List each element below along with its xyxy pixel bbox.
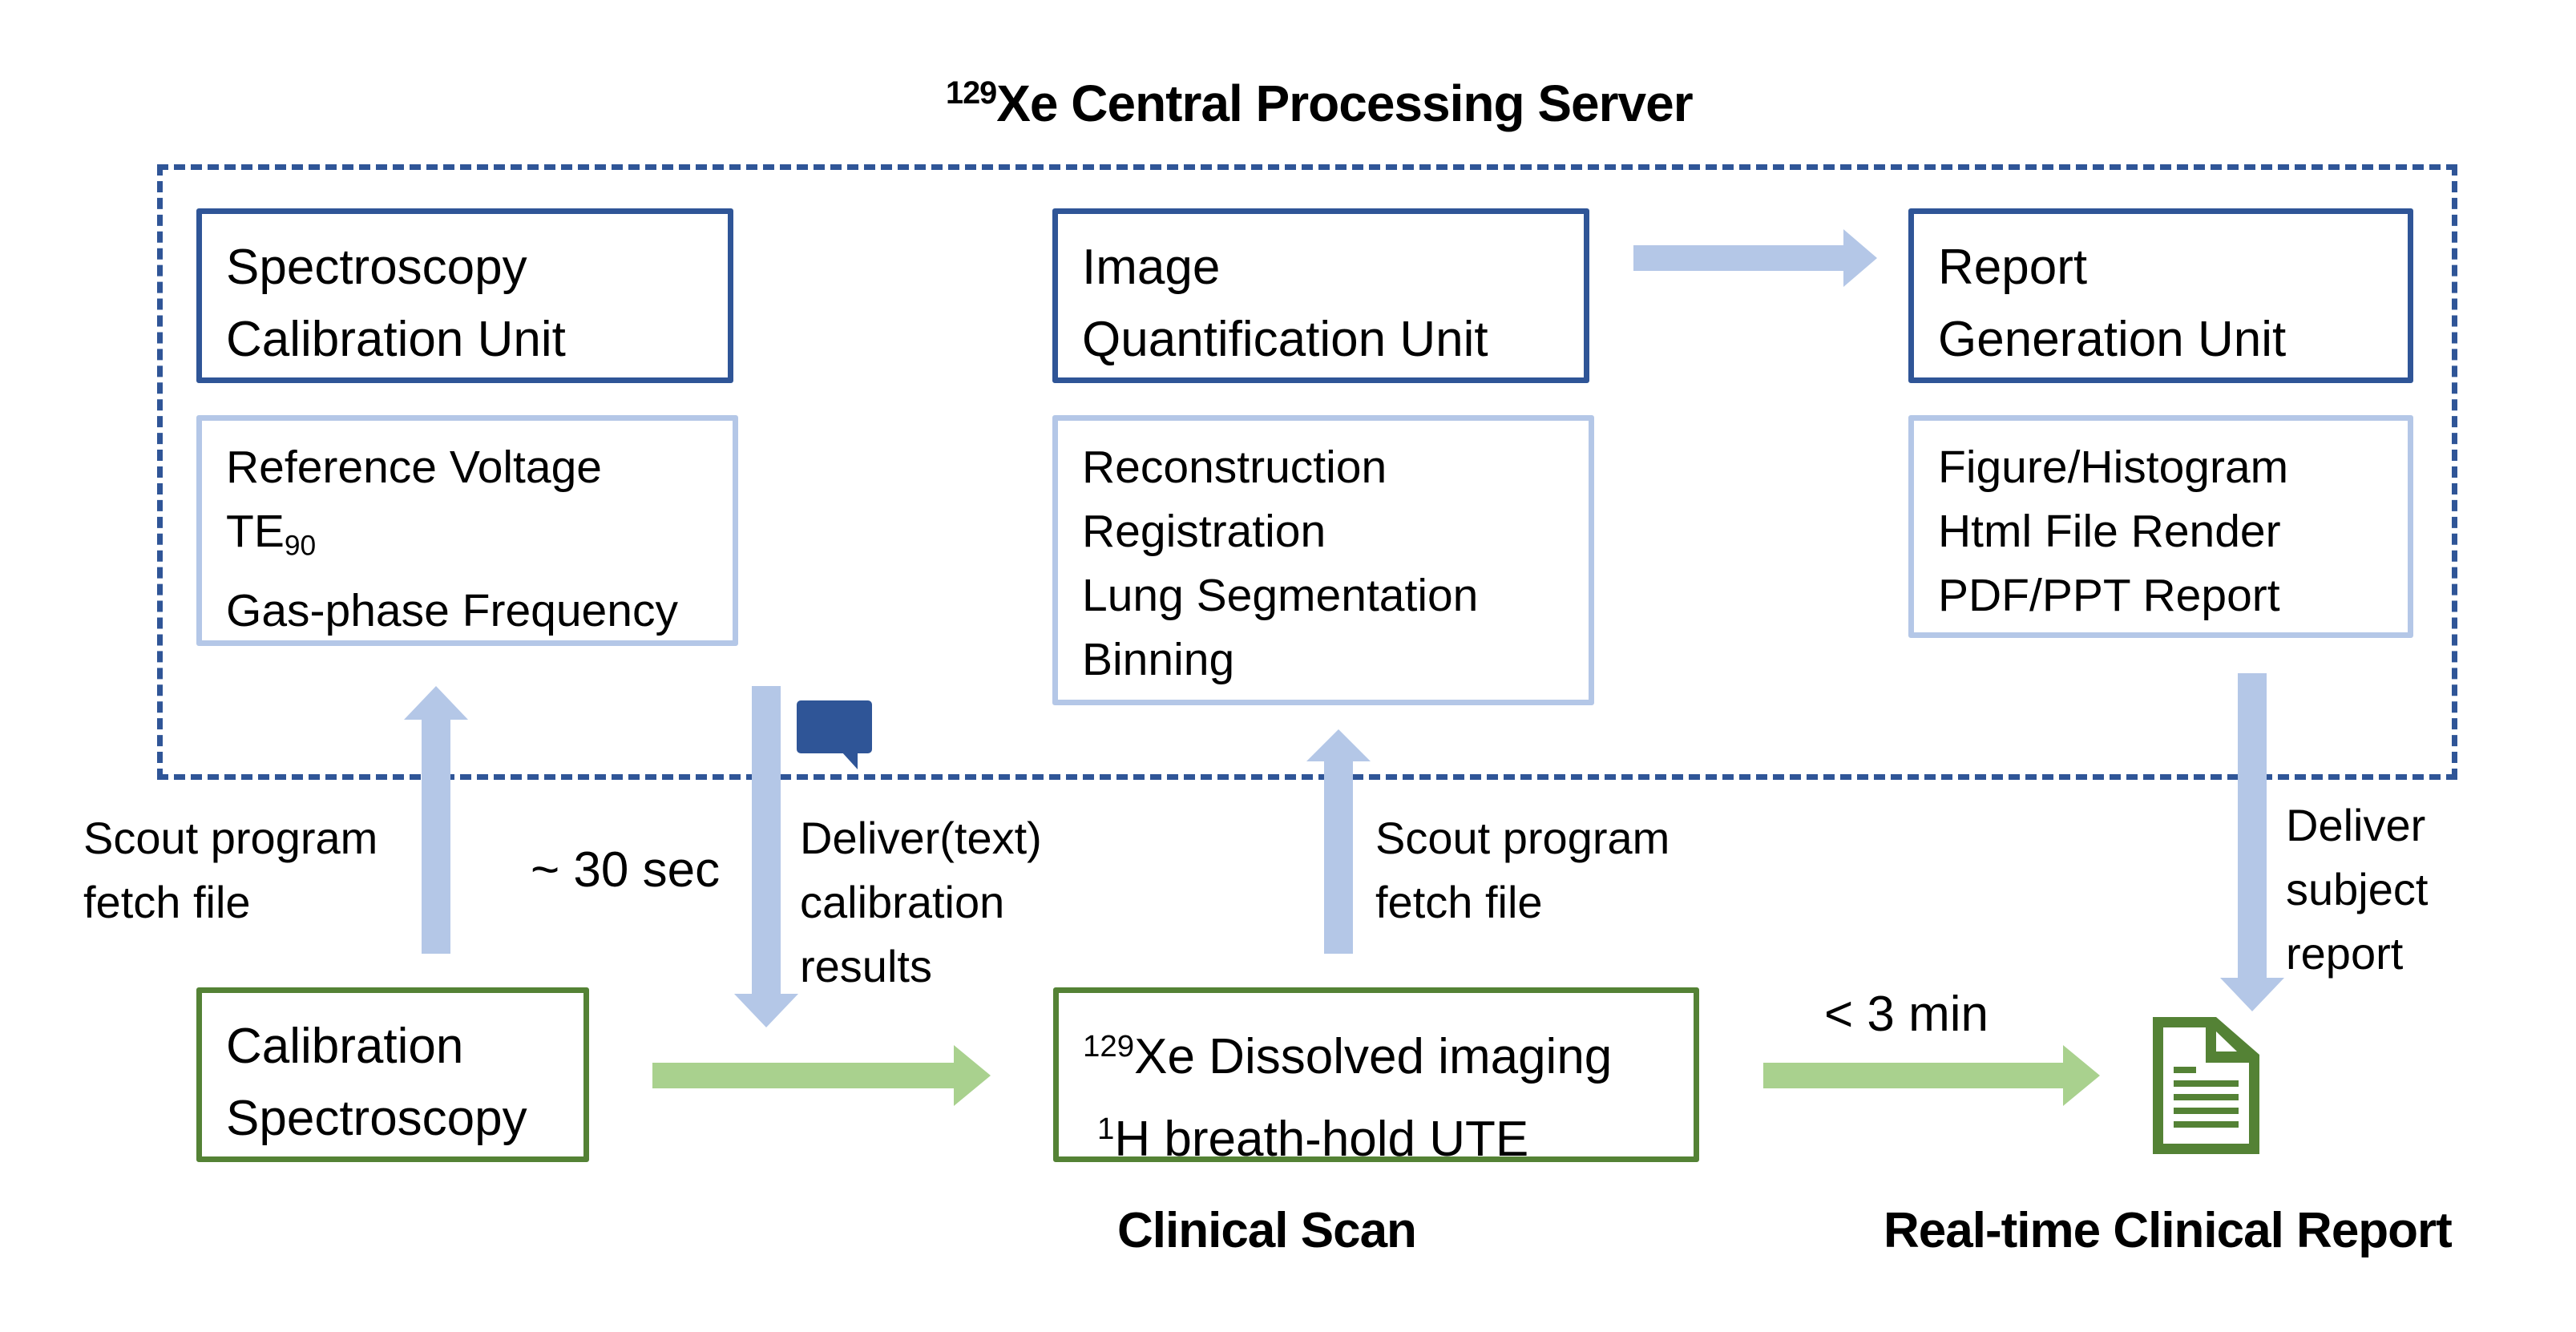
box-line: Calibration xyxy=(226,1019,464,1074)
detail-subscript: 90 xyxy=(284,530,317,562)
arrow-scout-fetch-2 xyxy=(1306,729,1371,954)
label-line: results xyxy=(800,941,932,991)
detail-item: Lung Segmentation xyxy=(1082,570,1479,621)
clinical-scan-caption: Clinical Scan xyxy=(1117,1203,1417,1258)
unit-title-line: Generation Unit xyxy=(1938,312,2287,367)
label-time-3min: < 3 min xyxy=(1824,987,1989,1042)
detail-item: Html File Render xyxy=(1938,506,2281,557)
label-line: fetch file xyxy=(1375,877,1543,927)
server-frame xyxy=(157,164,2457,780)
label-deliver-report: Deliver subject report xyxy=(2286,793,2428,986)
detail-item: PDF/PPT Report xyxy=(1938,570,2280,621)
superscript: 1 xyxy=(1097,1112,1115,1147)
document-icon xyxy=(2153,1017,2259,1154)
scan-line-text: H breath-hold UTE xyxy=(1114,1112,1529,1168)
arrow-deliver-calibration xyxy=(734,686,798,1027)
spectroscopy-details: Reference Voltage TE90 Gas-phase Frequen… xyxy=(196,415,738,646)
report-details: Figure/Histogram Html File Render PDF/PP… xyxy=(1908,415,2413,638)
unit-title-line: Calibration Unit xyxy=(226,312,566,367)
label-line: Deliver(text) xyxy=(800,813,1042,863)
image-quantification-unit: Image Quantification Unit xyxy=(1052,208,1589,383)
server-title: 129Xe Central Processing Server xyxy=(946,74,1694,133)
scan-line-h: 1H breath-hold UTE xyxy=(1083,1093,1694,1176)
unit-title-line: Report xyxy=(1938,240,2088,295)
arrow-scan-to-report xyxy=(1763,1045,2100,1106)
label-scout-fetch-2: Scout program fetch file xyxy=(1375,806,1670,934)
detail-item: Reconstruction xyxy=(1082,442,1387,493)
detail-item-text: TE xyxy=(226,506,285,557)
image-details: Reconstruction Registration Lung Segment… xyxy=(1052,415,1594,705)
label-time-30s: ~ 30 sec xyxy=(531,842,721,898)
detail-item: Reference Voltage xyxy=(226,442,602,493)
label-scout-fetch-1: Scout program fetch file xyxy=(83,806,378,934)
scan-line-text: Xe Dissolved imaging xyxy=(1134,1029,1613,1085)
label-line: subject xyxy=(2286,864,2429,914)
label-deliver-text: Deliver(text) calibration results xyxy=(800,806,1042,999)
arrow-calibration-to-scan xyxy=(652,1045,991,1106)
spectroscopy-calibration-unit: Spectroscopy Calibration Unit xyxy=(196,208,733,383)
calibration-spectroscopy-box: Calibration Spectroscopy xyxy=(196,987,589,1162)
detail-item: Binning xyxy=(1082,634,1235,685)
arrow-deliver-report xyxy=(2220,673,2284,1011)
detail-item: TE90 xyxy=(226,499,733,579)
label-line: Deliver xyxy=(2286,800,2426,850)
clinical-scan-box: 129Xe Dissolved imaging 1H breath-hold U… xyxy=(1053,987,1699,1167)
unit-title-line: Image xyxy=(1082,240,1221,295)
unit-title-line: Quantification Unit xyxy=(1082,312,1488,367)
detail-item: Figure/Histogram xyxy=(1938,442,2289,493)
report-generation-unit: Report Generation Unit xyxy=(1908,208,2413,383)
arrow-image-to-report xyxy=(1633,229,1877,287)
speech-bubble-icon xyxy=(797,700,872,769)
detail-item: Gas-phase Frequency xyxy=(226,584,678,636)
detail-item: Registration xyxy=(1082,506,1326,557)
label-line: calibration xyxy=(800,877,1005,927)
label-line: fetch file xyxy=(83,877,251,927)
label-line: Scout program xyxy=(83,813,378,863)
arrow-scout-fetch-1 xyxy=(404,686,468,954)
clinical-report-caption: Real-time Clinical Report xyxy=(1884,1203,2453,1258)
label-line: Scout program xyxy=(1375,813,1670,863)
box-line: Spectroscopy xyxy=(226,1091,527,1146)
superscript: 129 xyxy=(1083,1029,1135,1064)
title-superscript: 129 xyxy=(946,75,997,111)
title-text: Xe Central Processing Server xyxy=(996,75,1693,132)
scan-line-xe: 129Xe Dissolved imaging xyxy=(1083,1011,1694,1093)
unit-title-line: Spectroscopy xyxy=(226,240,527,295)
label-line: report xyxy=(2286,928,2404,979)
